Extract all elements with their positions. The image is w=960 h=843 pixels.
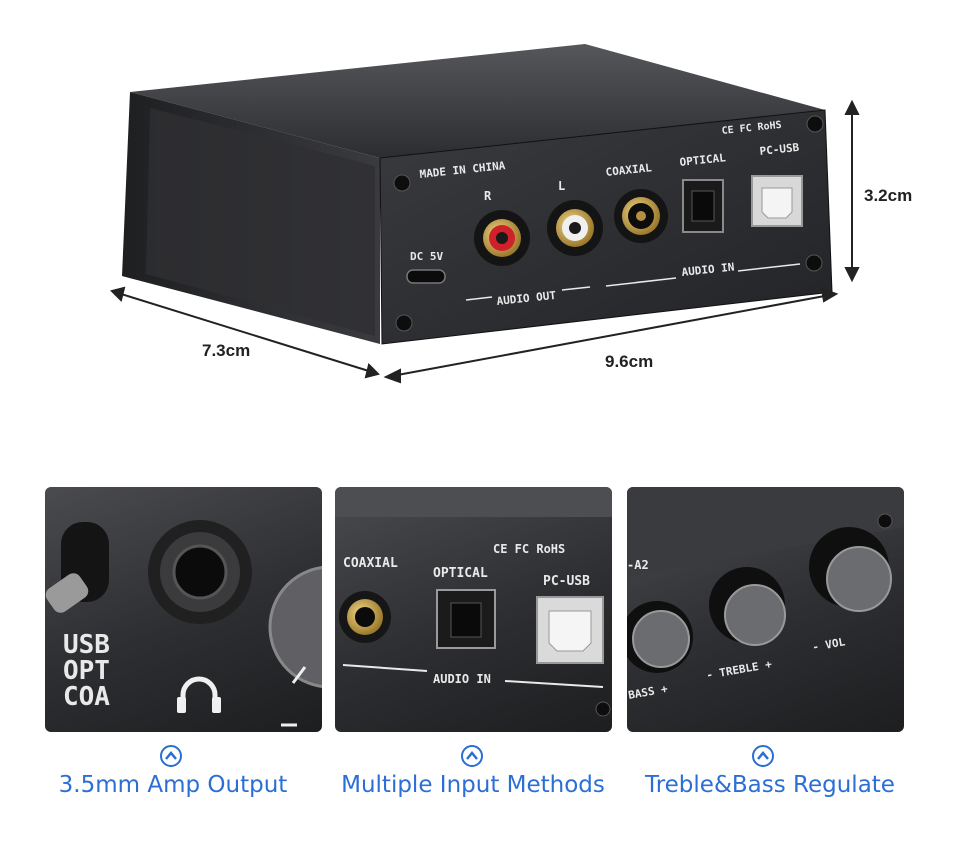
coaxial-detail-label: COAXIAL bbox=[343, 556, 398, 571]
optical-detail-label: OPTICAL bbox=[433, 566, 488, 581]
bass-label: BASS + bbox=[627, 682, 669, 702]
rca-white-output bbox=[547, 200, 603, 256]
model-label: -A2 bbox=[627, 558, 649, 572]
treble-knob bbox=[709, 567, 786, 646]
headphone-icon bbox=[177, 676, 221, 713]
pc-usb-label: PC-USB bbox=[759, 141, 800, 158]
height-arrow bbox=[844, 99, 860, 283]
coaxial-label: COAXIAL bbox=[605, 161, 653, 179]
chevron-up-icon bbox=[160, 745, 182, 767]
opt-switch-label: OPT bbox=[63, 656, 110, 686]
cert-detail-label: CE FC RoHS bbox=[493, 542, 565, 556]
coaxial-input-jack bbox=[614, 189, 668, 243]
chevron-up-icon bbox=[752, 745, 774, 767]
panel-screws bbox=[393, 115, 824, 332]
dac-device-illustration: MADE IN CHINA R L DC 5V AUDIO OUT COAXIA… bbox=[110, 44, 860, 384]
audio-in-detail-label: AUDIO IN bbox=[433, 672, 491, 686]
volume-knob bbox=[809, 527, 892, 612]
coa-switch-label: COA bbox=[63, 682, 110, 712]
dc-label: DC 5V bbox=[410, 250, 443, 263]
pc-usb-detail-label: PC-USB bbox=[543, 574, 590, 589]
rca-left-label: L bbox=[558, 179, 565, 193]
detail-input-methods-image: COAXIAL OPTICAL PC-USB AUDIO IN CE FC Ro… bbox=[335, 487, 612, 732]
amp-output-caption: 3.5mm Amp Output bbox=[58, 772, 288, 798]
audio-in-label: AUDIO IN bbox=[681, 261, 735, 279]
depth-dimension-label: 7.3cm bbox=[202, 341, 251, 360]
coaxial-detail-jack bbox=[339, 591, 391, 643]
optical-input-port bbox=[682, 179, 724, 233]
treble-bass-caption: Treble&Bass Regulate bbox=[645, 772, 895, 798]
width-arrow bbox=[383, 287, 839, 384]
optical-label: OPTICAL bbox=[679, 151, 727, 169]
volume-label: - VOL bbox=[811, 635, 846, 654]
headphone-jack bbox=[148, 520, 252, 624]
rca-right-label: R bbox=[484, 189, 492, 203]
bass-knob bbox=[627, 601, 693, 673]
input-methods-caption: Multiple Input Methods bbox=[341, 772, 605, 798]
detail-treble-bass-image: -A2 BASS + - TREBLE + - VOL bbox=[627, 487, 904, 732]
rca-red-output bbox=[474, 210, 530, 266]
depth-arrow bbox=[110, 286, 380, 379]
chevron-up-icon bbox=[461, 745, 483, 767]
device-top-surface bbox=[130, 44, 825, 158]
usb-c-power-port bbox=[406, 269, 446, 284]
height-dimension-label: 3.2cm bbox=[864, 186, 913, 205]
usb-b-detail-port bbox=[536, 596, 604, 664]
usb-b-input-port bbox=[751, 175, 803, 227]
width-dimension-label: 9.6cm bbox=[605, 352, 654, 371]
usb-switch-label: USB bbox=[63, 630, 110, 660]
audio-out-label: AUDIO OUT bbox=[496, 289, 557, 308]
treble-label: - TREBLE + bbox=[705, 658, 773, 682]
optical-detail-port bbox=[436, 589, 496, 649]
detail-amp-output-image: USB OPT COA bbox=[45, 487, 322, 732]
